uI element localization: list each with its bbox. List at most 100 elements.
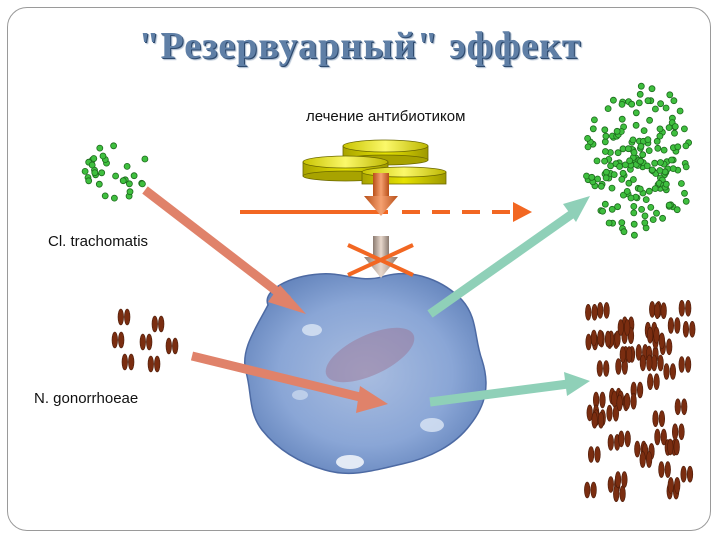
- coccus-icon: [665, 201, 673, 209]
- host-cell: [244, 272, 487, 475]
- coccus-icon: [616, 163, 623, 170]
- coccus-icon: [660, 146, 668, 154]
- coccus-icon: [123, 162, 131, 170]
- arrow-chlamydia-in: [142, 186, 306, 314]
- coccus-icon: [591, 116, 598, 124]
- diplococcus-icon: [590, 329, 604, 347]
- cross-mark-icon: [347, 243, 414, 277]
- coccus-icon: [682, 142, 690, 150]
- coccus-icon: [588, 173, 596, 181]
- coccus-icon: [652, 105, 659, 113]
- coccus-icon: [98, 169, 106, 177]
- coccus-icon: [682, 163, 690, 171]
- coccus-icon: [584, 143, 592, 151]
- coccus-icon: [95, 180, 103, 188]
- diplococcus-icon: [639, 451, 653, 468]
- coccus-icon: [602, 148, 609, 155]
- coccus-icon: [630, 209, 638, 217]
- coccus-icon: [141, 155, 149, 163]
- coccus-icon: [629, 136, 637, 144]
- diplococcus-icon: [680, 465, 694, 483]
- diplococcus-icon: [591, 411, 605, 429]
- coccus-icon: [662, 104, 670, 112]
- diplococcus-icon: [617, 319, 631, 336]
- coccus-icon: [641, 219, 649, 227]
- coccus-icon: [676, 107, 684, 115]
- coccus-icon: [589, 125, 597, 133]
- coccus-icon: [630, 149, 638, 156]
- coccus-icon: [599, 207, 606, 215]
- coccus-icon: [631, 231, 638, 239]
- coccus-icon: [81, 167, 89, 175]
- coccus-icon: [112, 172, 119, 180]
- coccus-icon: [625, 179, 633, 187]
- diplococcus-icon: [606, 404, 620, 422]
- coccus-icon: [646, 116, 653, 124]
- coccus-icon: [632, 109, 640, 117]
- coccus-icon: [603, 168, 610, 176]
- coccus-icon: [618, 115, 626, 123]
- chlamydia-label: Cl. trachomatis: [48, 233, 149, 250]
- coccus-icon: [648, 166, 656, 174]
- diplococcus-icon: [111, 331, 125, 349]
- gonococcus-cluster-left: [111, 308, 179, 373]
- coccus-icon: [618, 219, 626, 227]
- diplococcus-icon: [654, 428, 667, 446]
- coccus-icon: [601, 126, 609, 134]
- coccus-icon: [601, 138, 609, 146]
- diplococcus-icon: [658, 461, 671, 478]
- arrow-gonorrhoeae-out: [429, 372, 590, 407]
- diplococcus-icon: [667, 317, 681, 334]
- diplococcus-icon: [674, 398, 688, 416]
- coccus-icon: [637, 157, 644, 165]
- coccus-icon: [610, 96, 617, 104]
- diplococcus-icon: [147, 355, 161, 373]
- diplococcus-icon: [682, 320, 696, 338]
- coccus-icon: [638, 205, 645, 213]
- coccus-icon: [671, 123, 679, 130]
- coccus-icon: [639, 151, 647, 159]
- diplococcus-icon: [639, 354, 653, 372]
- coccus-icon: [627, 194, 635, 202]
- coccus-icon: [657, 159, 664, 166]
- coccus-icon: [656, 125, 664, 133]
- coccus-icon: [669, 165, 677, 173]
- coccus-icon: [645, 147, 653, 155]
- diplococcus-icon: [587, 446, 601, 463]
- coccus-icon: [671, 129, 678, 137]
- dashed-arrow-head-icon: [513, 202, 532, 222]
- coccus-icon: [659, 214, 666, 222]
- coccus-icon: [656, 167, 664, 174]
- coccus-icon: [643, 162, 651, 170]
- coccus-icon: [642, 196, 650, 204]
- coccus-icon: [640, 127, 648, 135]
- coccus-icon: [625, 145, 632, 153]
- coccus-icon: [608, 205, 616, 213]
- coccus-icon: [613, 127, 621, 135]
- diplococcus-icon: [614, 471, 628, 488]
- coccus-icon: [632, 121, 640, 129]
- coccus-icon: [90, 155, 98, 162]
- coccus-icon: [597, 182, 605, 190]
- treatment-label: лечение антибиотиком: [306, 108, 466, 125]
- diplococcus-icon: [646, 326, 660, 344]
- coccus-icon: [641, 212, 649, 220]
- diplococcus-icon: [607, 434, 621, 451]
- coccus-icon: [601, 157, 608, 165]
- diplococcus-icon: [596, 360, 610, 377]
- coccus-icon: [614, 149, 622, 157]
- coccus-icon: [602, 132, 610, 140]
- blocked-arrow-icon: [364, 236, 398, 278]
- diplococcus-icon: [584, 481, 597, 499]
- coccus-icon: [85, 177, 93, 185]
- coccus-icon: [657, 100, 664, 108]
- coccus-icon: [620, 228, 628, 236]
- coccus-icon: [608, 184, 616, 192]
- coccus-icon: [101, 192, 109, 200]
- diplococcus-icon: [678, 299, 692, 317]
- coccus-icon: [668, 156, 675, 164]
- diplococcus-icon: [667, 477, 681, 494]
- coccus-icon: [96, 144, 104, 152]
- coccus-icon: [126, 188, 134, 196]
